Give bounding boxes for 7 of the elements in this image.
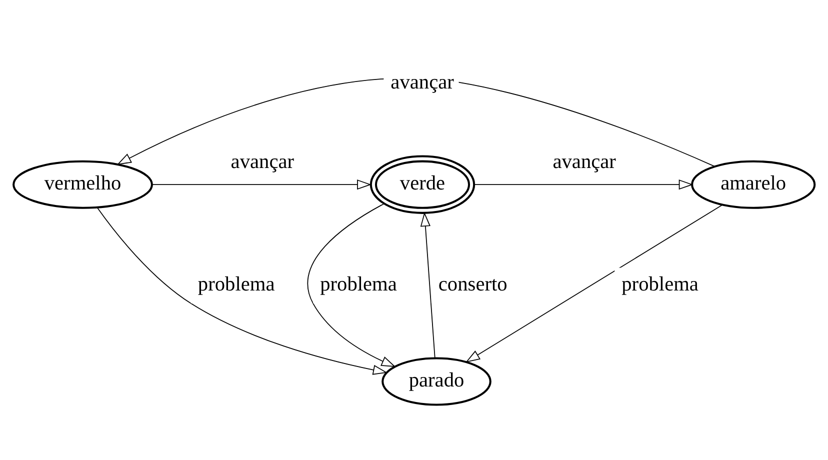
edge-label: problema <box>320 273 397 296</box>
edge-label: avançar <box>552 150 616 173</box>
edge-label: conserto <box>438 273 508 296</box>
edge-label: avançar <box>230 150 294 173</box>
edge-label: problema <box>622 273 698 296</box>
edge-label: problema <box>198 273 275 296</box>
edge-label: avançar <box>390 71 454 94</box>
